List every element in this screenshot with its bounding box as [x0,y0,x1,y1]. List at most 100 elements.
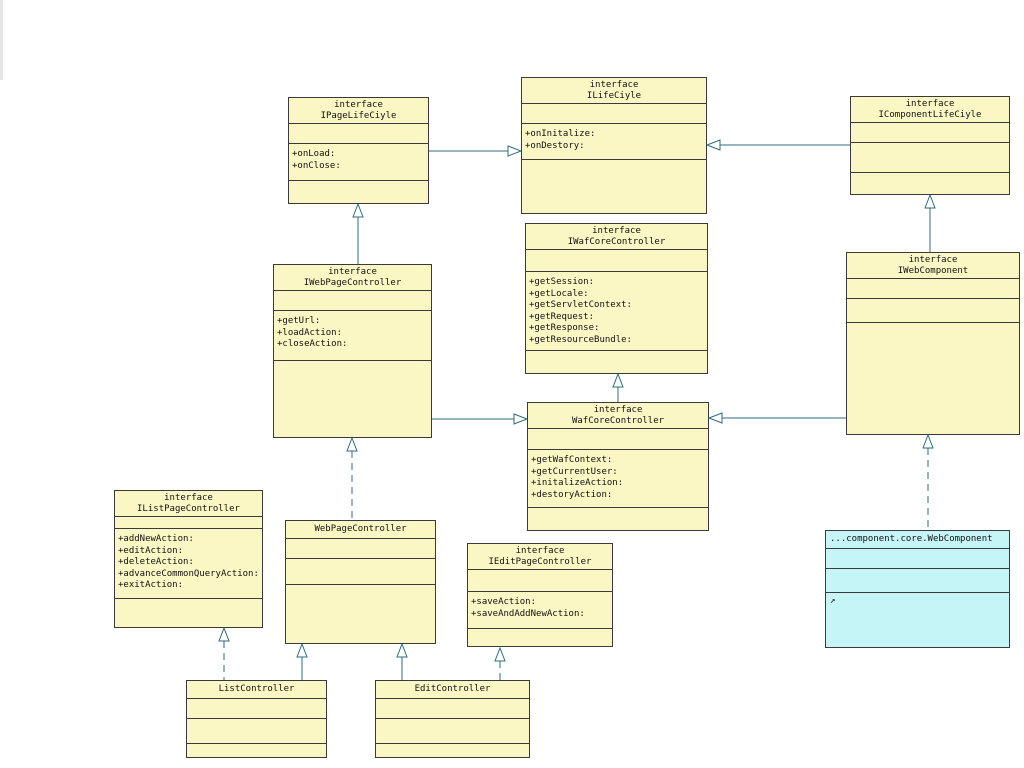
operation: +initalizeAction: [531,478,624,488]
attributes-section [851,123,1009,143]
operation: +loadAction: [277,327,343,338]
operation: +advanceCommonQueryAction: [118,568,259,579]
operations-section: +saveAction: +saveAndAddNewAction: [468,592,612,629]
operations-section: +addNewAction: +editAction: +deleteActio… [115,529,262,599]
class-ilistpagecontroller[interactable]: interface IListPageController +addNewAct… [114,490,263,628]
class-name: EditController [414,684,491,694]
class-header: interface ILifeCiyle [522,78,706,104]
operation: +closeAction: [277,339,348,349]
operation: +getResourceBundle: [529,334,632,345]
operation: +exitAction: [118,580,184,590]
operation: +getResponse: [529,323,600,333]
arrowhead-ipagelifecycle [352,202,364,218]
class-header: WebPageController [286,521,435,539]
operation: +getWafContext: [531,455,613,465]
operations-section [826,569,1009,593]
operations-section: +getUrl: +loadAction: +closeAction: [274,311,431,361]
arrowhead-webpagecontroller-1 [296,642,308,658]
class-iwebcomponent[interactable]: interface IWebComponent [846,252,1020,435]
operation: +deleteAction: [118,557,194,567]
operation: +onInitalize: [525,129,596,139]
stereotype-label: interface [905,99,955,109]
attributes-section [376,699,529,719]
operations-section [847,299,1019,323]
attributes-section [187,699,326,719]
class-editcontroller[interactable]: EditController [375,680,530,758]
operation: +getUrl: [277,316,321,326]
stereotype-label: interface [593,405,643,415]
class-name: ...component.core.WebComponent [830,534,993,544]
class-listcontroller[interactable]: ListController [186,680,327,758]
class-ieditpagecontroller[interactable]: interface IEditPageController +saveActio… [467,543,613,647]
operations-section [187,719,326,744]
stereotype-label: interface [592,226,641,236]
class-icomponentlifecycle[interactable]: interface IComponentLifeCiyle [850,96,1010,195]
arrowhead-webpagecontroller-2 [396,642,408,658]
arrowhead-ilifecycle-right [705,139,721,151]
class-header: interface IWafCoreController [526,224,707,250]
arrowhead-ilifecycle-left [507,145,523,157]
operations-section [376,719,529,744]
arrowhead-wafcorecontroller-right [707,412,723,424]
class-name: IWafCoreController [567,237,666,247]
stereotype-label: interface [515,546,565,556]
arrowhead-wafcorecontroller-left [513,413,529,425]
stereotype-label: interface [328,267,377,277]
operation: +getCurrentUser: [531,466,618,477]
attributes-section [286,539,435,559]
attributes-section [847,279,1019,299]
operation: +getSession: [529,277,595,287]
class-name: ListController [218,684,295,694]
operation: +editAction: [118,545,184,556]
arrowhead-ilistpagecontroller [218,626,230,642]
operation: +addNewAction: [118,534,194,544]
operations-section: +onLoad: +onClose: [289,144,428,181]
class-header: interface IComponentLifeCiyle [851,97,1009,123]
stereotype-label: interface [164,493,213,503]
class-name: IWebComponent [897,266,969,276]
arrowhead-iwebpagecontroller [346,436,358,452]
class-webpagecontroller[interactable]: WebPageController [285,520,436,644]
attributes-section [826,549,1009,569]
stereotype-label: interface [589,80,639,90]
class-name: WafCoreController [571,416,665,426]
class-iwebpagecontroller[interactable]: interface IWebPageController +getUrl: +l… [273,264,432,438]
class-header: interface WafCoreController [528,403,708,429]
operation: +getRequest: [529,311,595,322]
attributes-section [274,291,431,311]
attributes-section [526,250,707,272]
stereotype-label: interface [908,255,958,265]
class-ilifecycle[interactable]: interface ILifeCiyle +onInitalize: +onDe… [521,77,707,214]
attributes-section [468,570,612,592]
class-name: IWebPageController [303,278,402,288]
class-ipagelifecycle[interactable]: interface IPageLifeCiyle +onLoad: +onClo… [288,97,429,204]
arrowhead-ieditpagecontroller [494,646,506,662]
class-header: interface IPageLifeCiyle [289,98,428,124]
arrowhead-iwafcorecontroller [612,372,624,388]
empty-section: ↗ [826,593,1009,609]
operations-section: +getWafContext: +getCurrentUser: +inital… [528,450,708,508]
arrowhead-icomponentlifecycle [924,193,936,209]
operation: +saveAndAddNewAction: [471,608,585,619]
class-header: interface IListPageController [115,491,262,517]
arrowhead-iwebcomponent [922,433,934,449]
operation: +getLocale: [529,288,589,299]
class-name: IListPageController [137,504,240,514]
attributes-section [528,429,708,450]
class-name: IPageLifeCiyle [320,111,397,121]
operation: +saveAction: [471,597,537,607]
link-arrow-icon: ↗ [830,596,836,606]
class-iwafcorecontroller[interactable]: interface IWafCoreController +getSession… [525,223,708,374]
operation: +getServletContext: [529,300,632,310]
attributes-section [289,124,428,144]
operations-section: +getSession: +getLocale: +getServletCont… [526,272,707,351]
operation: +destoryAction: [531,489,613,500]
class-webcomponent[interactable]: ...component.core.WebComponent ↗ [825,530,1010,648]
operation: +onLoad: [292,149,336,159]
class-header: interface IWebComponent [847,253,1019,279]
operation: +onClose: [292,160,341,171]
window-edge [0,0,3,80]
class-wafcorecontroller[interactable]: interface WafCoreController +getWafConte… [527,402,709,531]
class-name: IComponentLifeCiyle [878,110,982,120]
class-header: interface IEditPageController [468,544,612,570]
